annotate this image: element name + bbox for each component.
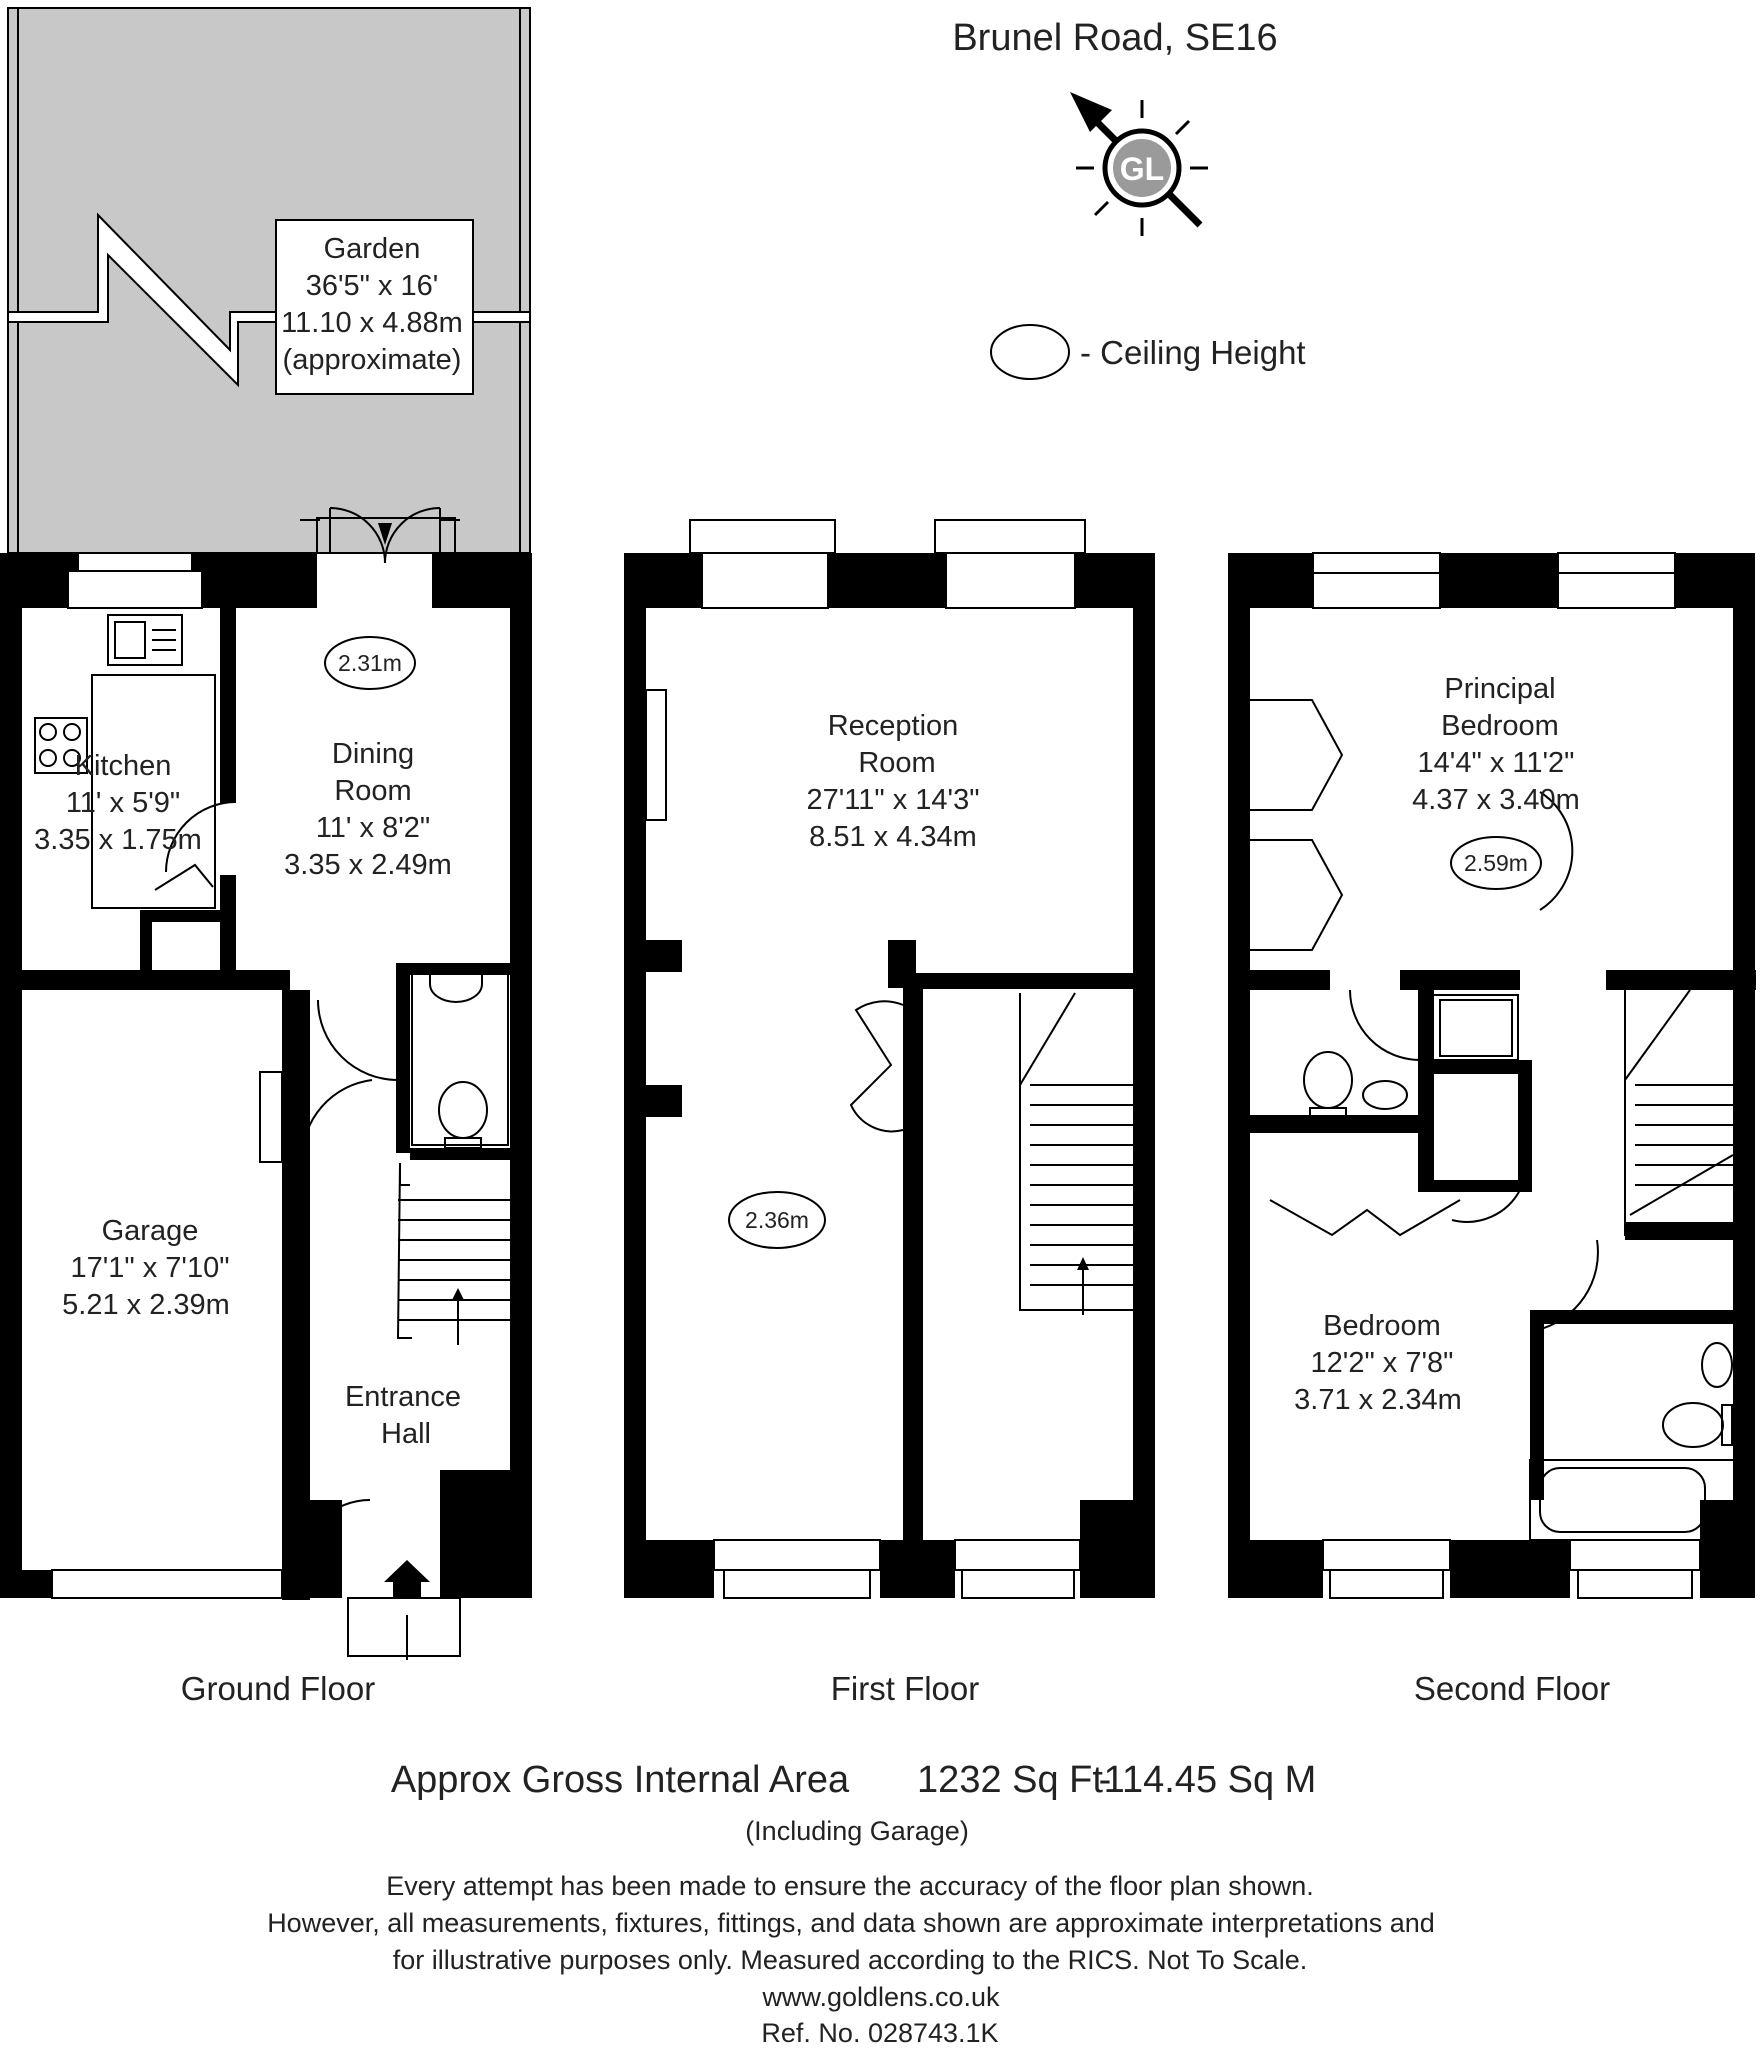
basin-icon-bath xyxy=(1701,1342,1733,1388)
first-floor-label: First Floor xyxy=(831,1670,980,1707)
legend-label: - Ceiling Height xyxy=(1080,334,1306,371)
disclaimer-line-3: for illustrative purposes only. Measured… xyxy=(393,1945,1307,1975)
toilet-icon-ensuite xyxy=(1303,1051,1353,1119)
reception-ceiling-oval xyxy=(728,1191,826,1249)
bedroom-imperial: 12'2" x 7'8" xyxy=(1311,1347,1454,1379)
dining-metric: 3.35 x 2.49m xyxy=(284,849,452,881)
kitchen-imperial: 11' x 5'9" xyxy=(66,787,180,819)
hob-icon xyxy=(34,717,88,774)
basin-icon xyxy=(429,967,483,1003)
garden-area xyxy=(7,7,531,554)
toilet-icon-bath xyxy=(1662,1402,1733,1448)
kitchen-name: Kitchen xyxy=(75,750,172,782)
garage-imperial: 17'1" x 7'10" xyxy=(70,1252,229,1284)
stairs-icon-second xyxy=(1624,989,1734,1236)
reception-name-2: Room xyxy=(858,747,935,779)
principal-ceiling-height: 2.59m xyxy=(1464,850,1528,876)
garden-name: Garden xyxy=(324,233,421,265)
reception-imperial: 27'11" x 14'3" xyxy=(806,784,979,816)
first-floor-plan xyxy=(624,519,1155,1599)
dining-ceiling-height: 2.31m xyxy=(338,650,402,676)
kitchen-metric: 3.35 x 1.75m xyxy=(34,824,202,856)
bath-icon xyxy=(1529,1459,1736,1541)
sink-icon xyxy=(107,614,183,666)
garage-metric: 5.21 x 2.39m xyxy=(62,1289,230,1321)
goldlens-logo-icon: GL xyxy=(1102,128,1182,208)
hall-name-1: Entrance xyxy=(345,1381,461,1413)
principal-name-1: Principal xyxy=(1444,673,1555,705)
area-note: (Including Garage) xyxy=(745,1816,969,1846)
dining-imperial: 11' x 8'2" xyxy=(316,812,430,844)
dining-ceiling-oval xyxy=(324,636,416,690)
reference-number: Ref. No. 028743.1K xyxy=(761,2018,998,2048)
garden-imperial: 36'5" x 16' xyxy=(306,270,439,302)
second-floor-label: Second Floor xyxy=(1414,1670,1610,1707)
basin-icon-ensuite xyxy=(1362,1080,1408,1110)
ceiling-height-oval-icon xyxy=(990,324,1070,380)
ground-floor-label: Ground Floor xyxy=(181,1670,375,1707)
area-separator: - xyxy=(1099,1759,1112,1801)
garden-metric: 11.10 x 4.88m xyxy=(281,307,463,339)
hall-name-2: Hall xyxy=(381,1418,431,1450)
reception-name-1: Reception xyxy=(828,710,959,742)
reception-metric: 8.51 x 4.34m xyxy=(809,821,977,853)
dining-name-2: Room xyxy=(334,775,411,807)
garage-name: Garage xyxy=(102,1215,199,1247)
logo-text: GL xyxy=(1120,151,1164,187)
second-floor-plan xyxy=(1228,552,1756,1599)
stairs-icon-first xyxy=(1019,992,1133,1315)
stairs-icon xyxy=(396,1162,510,1345)
bedroom-name: Bedroom xyxy=(1323,1310,1441,1342)
area-sqm: 114.45 Sq M xyxy=(1104,1759,1317,1801)
reception-ceiling-height: 2.36m xyxy=(745,1207,809,1233)
bedroom-metric: 3.71 x 2.34m xyxy=(1294,1384,1462,1416)
garden-note: (approximate) xyxy=(283,344,462,376)
website: www.goldlens.co.uk xyxy=(761,1982,1000,2012)
plan-title: Brunel Road, SE16 xyxy=(952,17,1277,59)
toilet-icon xyxy=(438,1081,488,1149)
dining-name-1: Dining xyxy=(332,738,414,770)
ground-floor-plan xyxy=(0,507,532,1660)
disclaimer-line-1: Every attempt has been made to ensure th… xyxy=(386,1871,1314,1901)
principal-imperial: 14'4" x 11'2" xyxy=(1418,747,1575,779)
disclaimer-line-2: However, all measurements, fixtures, fit… xyxy=(267,1908,1435,1938)
principal-ceiling-oval xyxy=(1450,836,1542,890)
patio-arrow-icon xyxy=(378,523,392,545)
area-label: Approx Gross Internal Area xyxy=(391,1759,850,1801)
entrance-arrow-icon xyxy=(384,1560,430,1598)
area-sqft: 1232 Sq Ft xyxy=(917,1759,1103,1801)
principal-metric: 4.37 x 3.40m xyxy=(1412,784,1580,816)
shower-icon xyxy=(1431,994,1519,1061)
principal-name-2: Bedroom xyxy=(1441,710,1559,742)
